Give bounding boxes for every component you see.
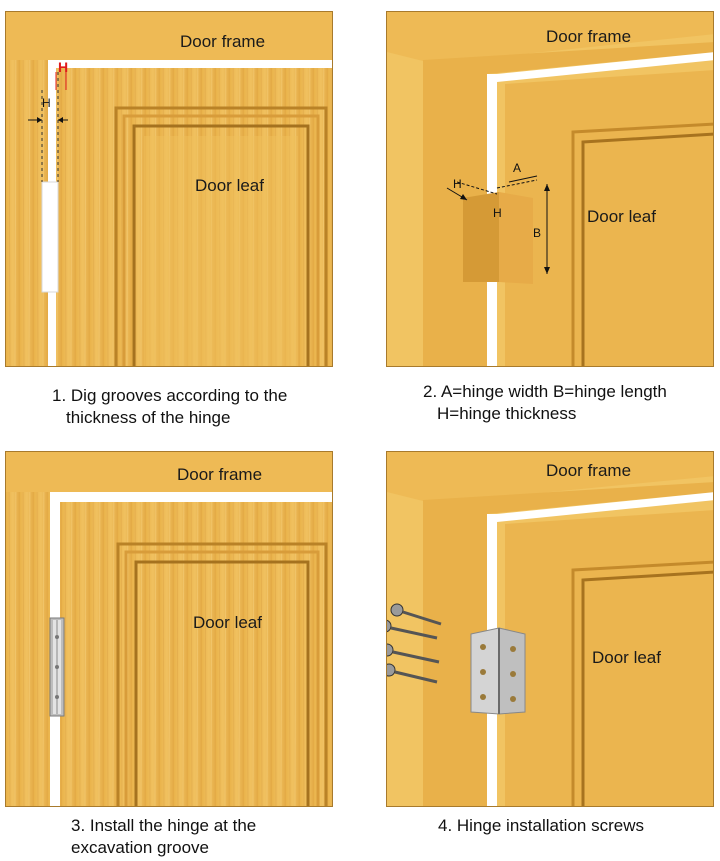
hinge-icon [470, 627, 526, 715]
caption-3-line-2: excavation groove [71, 838, 209, 857]
h-marker: H [58, 59, 68, 75]
leaf-label: Door leaf [193, 613, 262, 632]
dim-a-label: A [513, 161, 521, 175]
dim-h-label: H [453, 177, 462, 191]
leaf-label: Door leaf [592, 648, 661, 667]
hinge-groove [41, 181, 59, 293]
panel-3: Door frame Door leaf [5, 451, 333, 807]
caption-1-line-1: 1. Dig grooves according to the [52, 386, 288, 405]
caption-1: 1. Dig grooves according to the thicknes… [52, 385, 287, 429]
hinge-icon [49, 617, 65, 717]
frame-label: Door frame [546, 27, 631, 46]
dim-h-inner-label: H [493, 206, 502, 220]
h-side-label: H [42, 96, 51, 110]
leaf-label: Door leaf [587, 207, 656, 226]
panel-2-illustration: H A B H Door frame Door leaf [387, 12, 713, 366]
caption-4: 4. Hinge installation screws [438, 815, 644, 837]
panel-3-illustration: Door frame Door leaf [6, 452, 332, 806]
dim-b-label: B [533, 226, 541, 240]
caption-2: 2. A=hinge width B=hinge length H=hinge … [423, 381, 667, 425]
frame-label: Door frame [546, 461, 631, 480]
caption-2-line-2: H=hinge thickness [437, 404, 577, 423]
frame-label: Door frame [180, 32, 265, 51]
panel-4-illustration: Door frame Door leaf [387, 452, 713, 806]
caption-2-line-1: 2. A=hinge width B=hinge length [423, 382, 667, 401]
frame-label: Door frame [177, 465, 262, 484]
frame-gap [48, 60, 332, 68]
screw-icon [387, 603, 442, 684]
leaf-label: Door leaf [195, 176, 264, 195]
caption-3-line-1: 3. Install the hinge at the [71, 816, 257, 835]
panel-1: Door frame Door leaf H H [5, 11, 333, 367]
caption-3: 3. Install the hinge at the excavation g… [71, 815, 256, 859]
panel-1-illustration: Door frame Door leaf H H [6, 12, 332, 366]
groove-left [463, 192, 499, 282]
caption-1-line-2: thickness of the hinge [66, 408, 231, 427]
panel-4: Door frame Door leaf [386, 451, 714, 807]
caption-4-line-1: 4. Hinge installation screws [438, 816, 644, 835]
groove-right [499, 192, 533, 284]
panel-2: H A B H Door frame Door leaf [386, 11, 714, 367]
